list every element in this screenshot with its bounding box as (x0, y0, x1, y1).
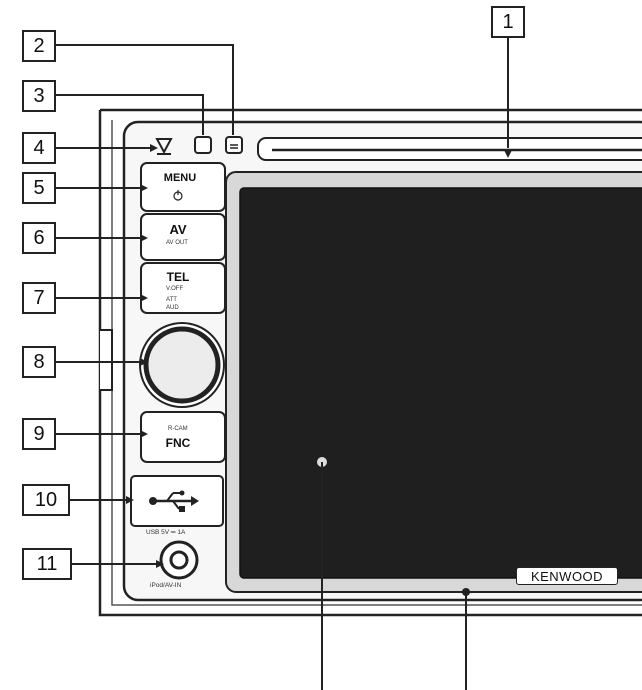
callout-1: 1 (491, 6, 525, 38)
tel-button[interactable]: TEL (166, 270, 190, 284)
callout-3: 3 (22, 80, 56, 112)
arrow-10 (126, 496, 134, 504)
side-notch (100, 329, 113, 391)
callout-7: 7 (22, 282, 56, 314)
top-button-3 (194, 136, 212, 154)
leader-3 (56, 94, 204, 135)
arrow-11 (156, 560, 164, 568)
arrow-7 (140, 294, 148, 302)
menu-button-body (140, 162, 226, 212)
leader-2 (56, 44, 234, 135)
tel-sub-label: V.OFF (166, 286, 184, 292)
att-label: ATT (166, 297, 177, 303)
aud-label: AUD (166, 305, 179, 311)
leader-lines (56, 37, 509, 690)
arrow-6 (140, 234, 148, 242)
arrow-4 (150, 144, 158, 152)
arrow-5 (140, 184, 148, 192)
eject-icon (155, 138, 173, 155)
chassis-left-edge (98, 110, 642, 617)
volume-knob (143, 326, 221, 404)
callout-11: 11 (22, 548, 72, 580)
av-in-label: iPod/AV-IN (150, 582, 182, 589)
fnc-button[interactable]: FNC (165, 436, 191, 450)
callout-6: 6 (22, 222, 56, 254)
usb-icon (149, 490, 199, 512)
callout-8: 8 (22, 346, 56, 378)
kenwood-logo: KENWOOD (516, 567, 618, 585)
av-button-body (140, 213, 226, 261)
arrow-9 (140, 430, 148, 438)
callout-2: 2 (22, 30, 56, 62)
usb-label: USB 5V ═ 1A (146, 529, 186, 536)
leader-arrowheads (126, 144, 512, 568)
callout-5: 5 (22, 172, 56, 204)
callout-4: 4 (22, 132, 56, 164)
av-in-jack-inner (169, 550, 189, 570)
arrow-1 (504, 150, 512, 158)
tel-button-body (140, 262, 226, 314)
av-out-label: AV OUT (166, 240, 188, 246)
callout-9: 9 (22, 418, 56, 450)
callout-10: 10 (22, 484, 70, 516)
av-button[interactable]: AV (169, 222, 187, 237)
menu-button[interactable]: MENU (163, 172, 197, 184)
fnc-sub-label: R-CAM (168, 426, 188, 432)
screen (239, 187, 642, 579)
arrow-8 (140, 358, 148, 366)
